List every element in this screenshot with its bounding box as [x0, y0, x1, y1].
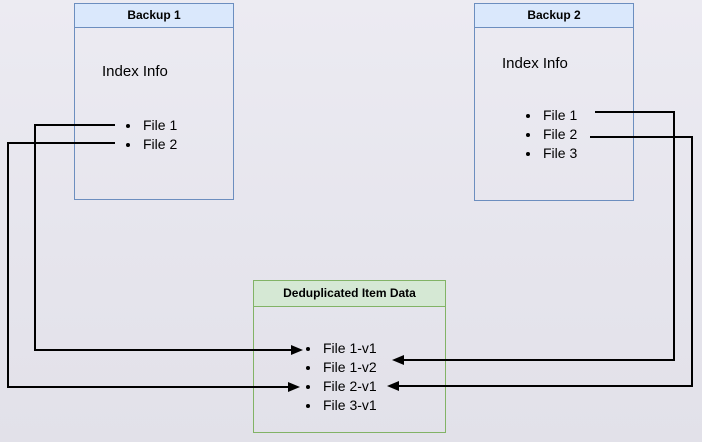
list-item: File 1: [141, 116, 177, 135]
list-item: File 2: [541, 125, 577, 144]
node-backup-2-title: Backup 2: [527, 8, 581, 22]
node-backup-2-file-list: File 1 File 2 File 3: [475, 106, 577, 163]
node-backup-2-subtitle: Index Info: [502, 55, 568, 72]
list-item: File 2: [141, 135, 177, 154]
node-deduplicated-item-data: Deduplicated Item Data File 1-v1 File 1-…: [253, 280, 446, 433]
list-item: File 3: [541, 144, 577, 163]
list-item: File 3-v1: [321, 396, 377, 415]
node-backup-1-header: Backup 1: [75, 4, 233, 28]
node-deduplicated-item-data-file-list: File 1-v1 File 1-v2 File 2-v1 File 3-v1: [254, 339, 377, 415]
list-item: File 1: [541, 106, 577, 125]
list-item: File 2-v1: [321, 377, 377, 396]
node-backup-1-title: Backup 1: [127, 8, 181, 22]
node-backup-1-file-list: File 1 File 2: [75, 116, 177, 154]
node-deduplicated-item-data-title: Deduplicated Item Data: [283, 286, 416, 300]
list-item: File 1-v2: [321, 358, 377, 377]
list-item: File 1-v1: [321, 339, 377, 358]
node-backup-1-subtitle: Index Info: [102, 63, 168, 80]
node-backup-2: Backup 2 Index Info File 1 File 2 File 3: [474, 3, 634, 201]
node-backup-1: Backup 1 Index Info File 1 File 2: [74, 3, 234, 200]
node-backup-2-header: Backup 2: [475, 4, 633, 28]
node-deduplicated-item-data-header: Deduplicated Item Data: [254, 281, 445, 307]
